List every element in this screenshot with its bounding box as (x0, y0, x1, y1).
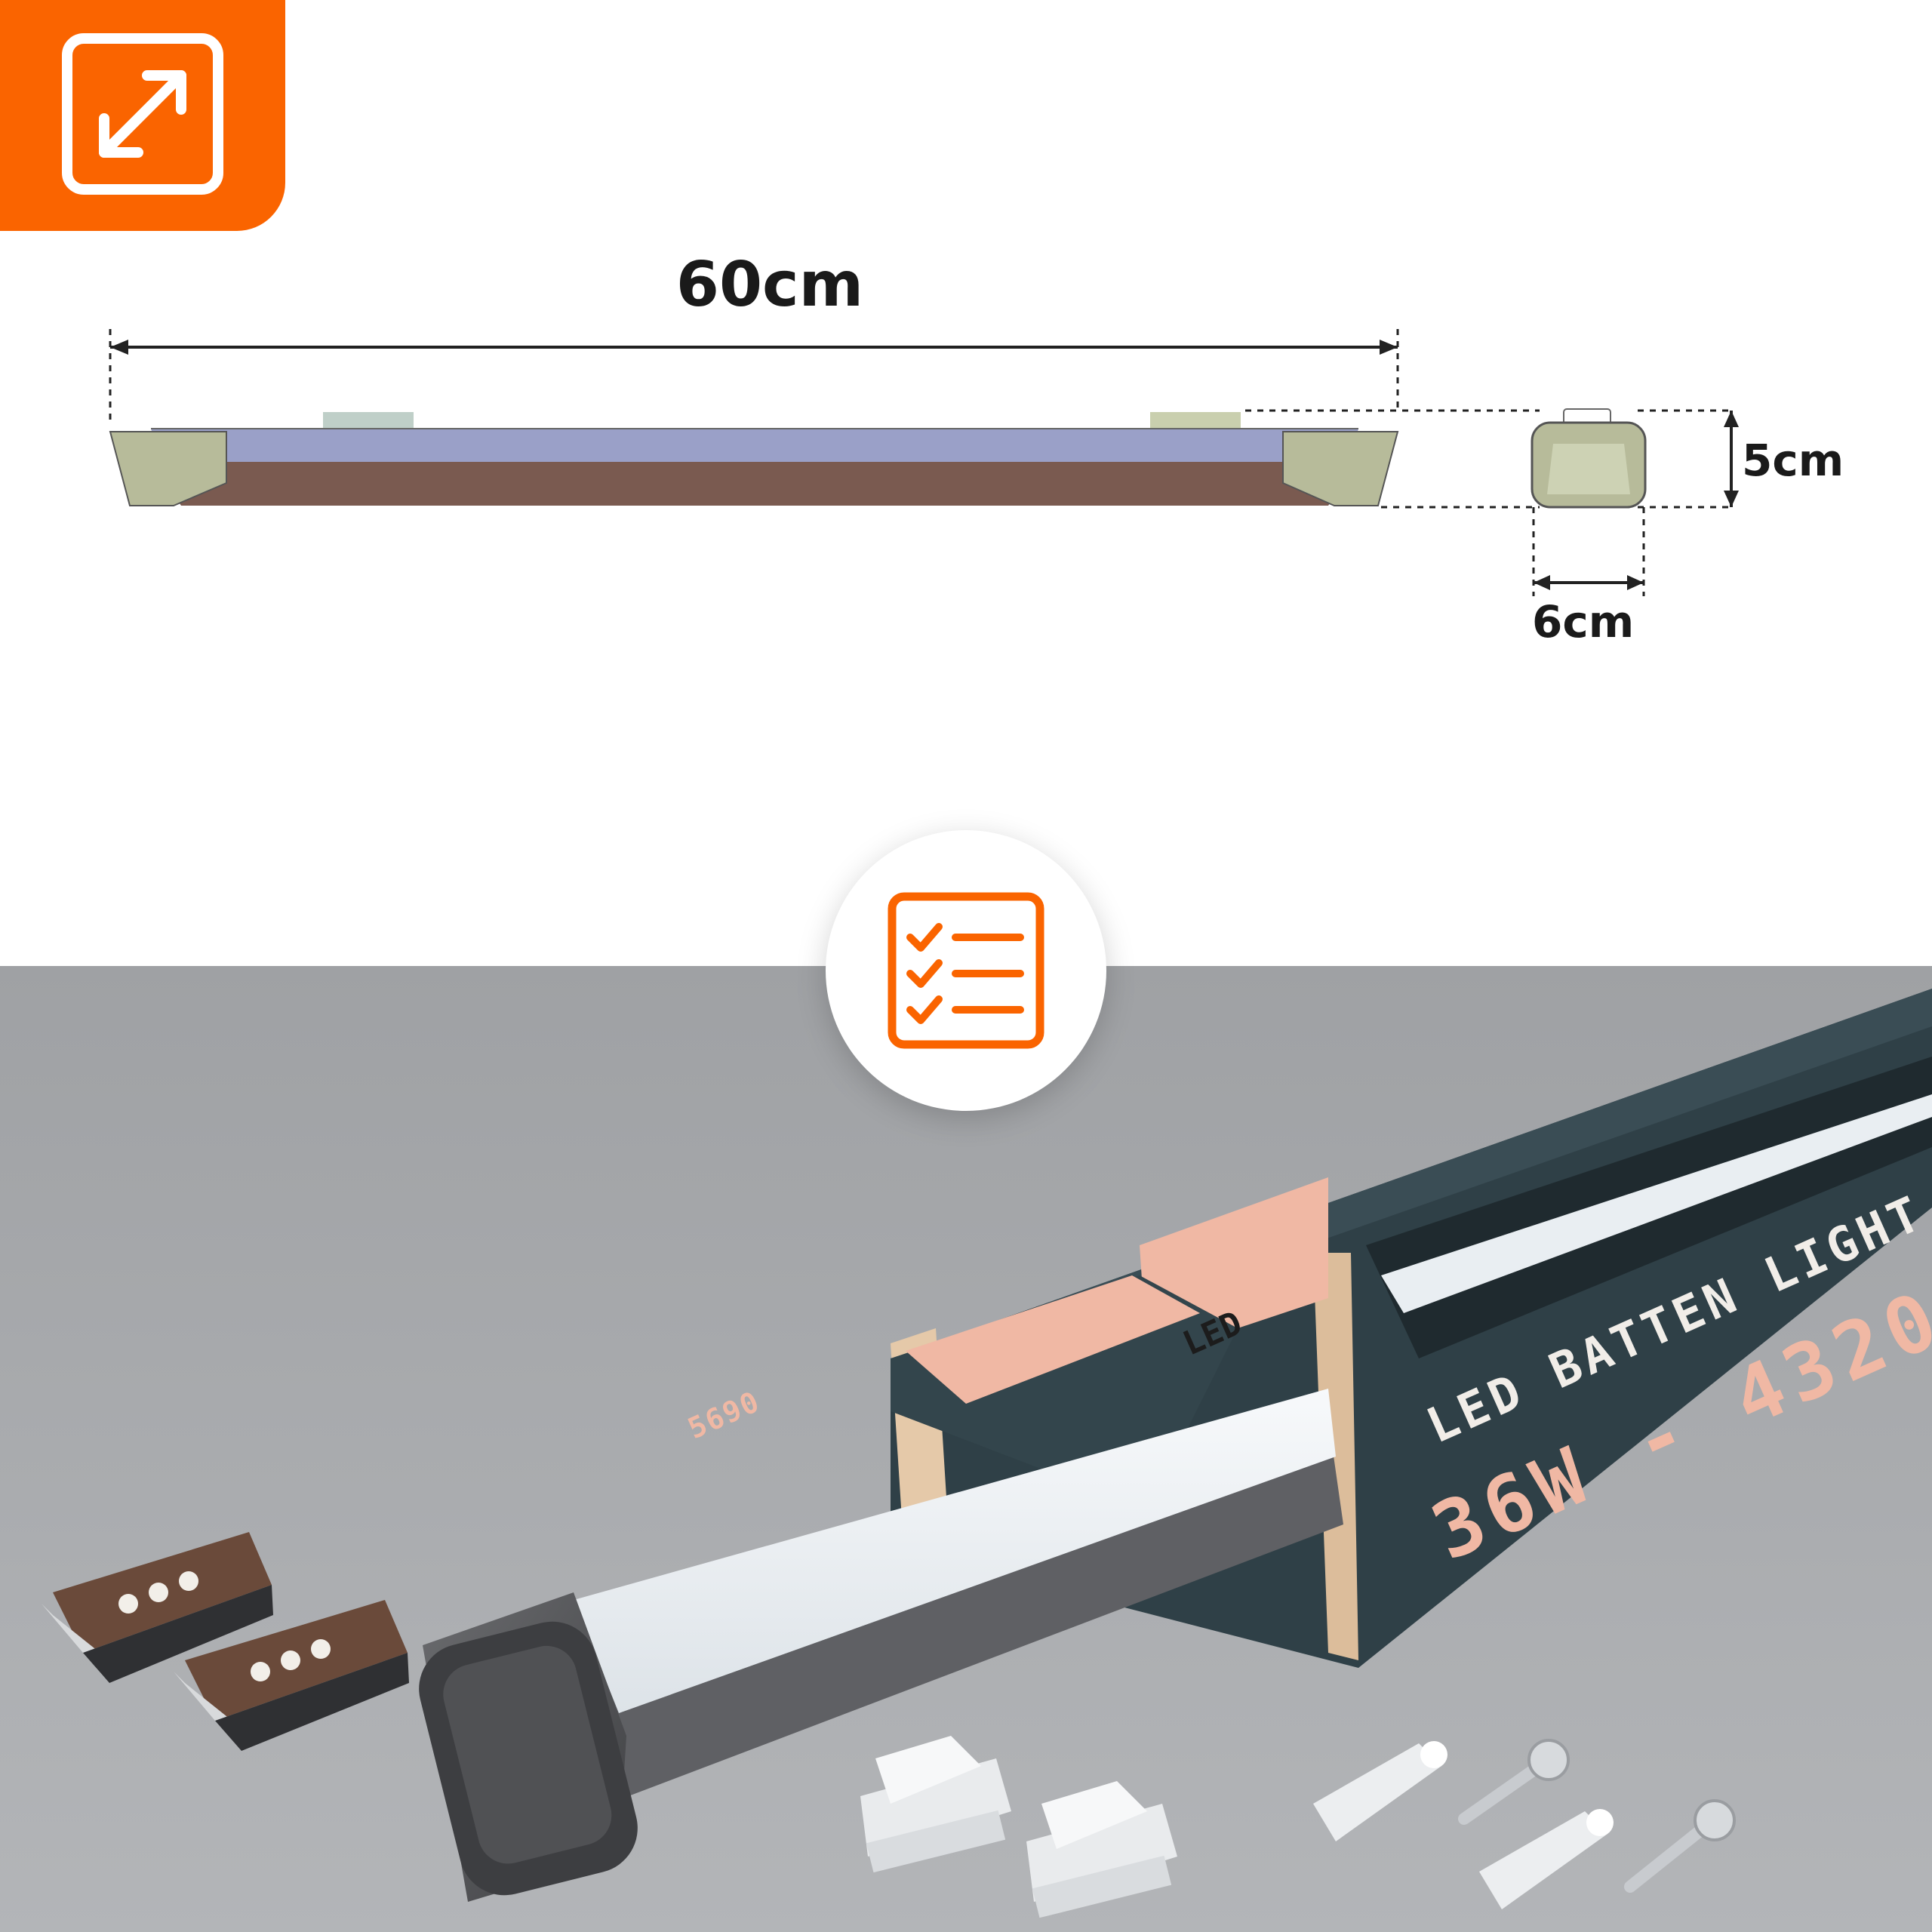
dimension-diagram (109, 329, 1739, 596)
mounting-bracket (42, 1532, 273, 1683)
product-photo (0, 966, 1932, 1932)
screw (1624, 1799, 1736, 1893)
lamp-end-view (1531, 408, 1647, 509)
wall-plug (1313, 1741, 1447, 1841)
mounting-bracket (174, 1600, 409, 1751)
screw (1458, 1739, 1570, 1825)
plastic-clip (860, 1736, 1011, 1873)
lamp-side-view (109, 412, 1399, 506)
plastic-clip (1026, 1781, 1177, 1918)
checklist-badge (826, 830, 1106, 1111)
height-label: 5cm (1742, 435, 1844, 486)
wall-plug (1479, 1809, 1614, 1909)
checklist-icon (888, 892, 1044, 1049)
length-label: 60cm (675, 249, 864, 321)
width-label: 6cm (1532, 596, 1635, 648)
resize-badge (0, 0, 285, 231)
resize-arrows-icon (62, 33, 223, 195)
led-batten-lamp (419, 1389, 1343, 1902)
